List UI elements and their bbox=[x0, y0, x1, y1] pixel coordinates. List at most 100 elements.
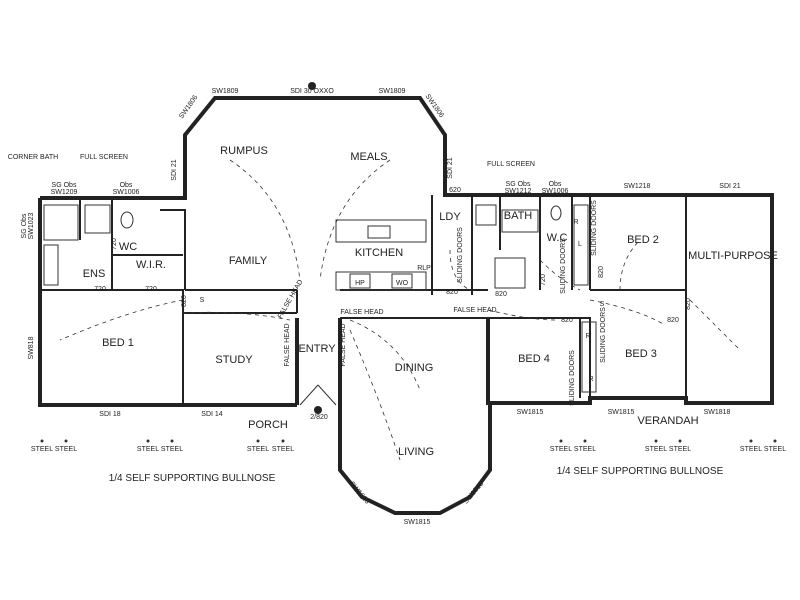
dim-720-d: 720 bbox=[540, 274, 547, 286]
dim-620: 620 bbox=[449, 187, 461, 194]
note-obs-right: Obs bbox=[549, 181, 562, 188]
steel-label: STEEL bbox=[55, 446, 77, 453]
note-sw-bed2: SW1218 bbox=[624, 183, 651, 190]
room-dining: DINING bbox=[395, 362, 434, 374]
room-multi-purpose: MULTI-PURPOSE bbox=[688, 250, 778, 262]
steel-label: STEEL bbox=[574, 446, 596, 453]
dim-720-a: 720 bbox=[94, 286, 106, 293]
dim-720-b: 720 bbox=[145, 286, 157, 293]
false-head-d: FALSE HEAD bbox=[340, 309, 383, 316]
note-sw-living-l: SW1815 bbox=[348, 480, 371, 505]
note-sdi-21-b: SDI 21 bbox=[447, 157, 454, 179]
note-sw-right-bath: SW1212 bbox=[505, 188, 532, 195]
kitchen-sink bbox=[367, 225, 391, 239]
steel-label: STEEL bbox=[161, 446, 183, 453]
note-full-screen-right: FULL SCREEN bbox=[487, 161, 535, 168]
room-wc-left: WC bbox=[119, 241, 137, 253]
note-sdi-14: SDI 14 bbox=[201, 411, 223, 418]
room-bed2: BED 2 bbox=[627, 234, 659, 246]
vanity-left bbox=[43, 244, 59, 286]
room-entry: ENTRY bbox=[298, 343, 336, 355]
note-sg-obs-left: SG Obs bbox=[52, 182, 77, 189]
dim-820-c: 820 bbox=[495, 291, 507, 298]
room-bath: BATH bbox=[504, 210, 533, 222]
note-sw-far-left: SW1023 bbox=[28, 212, 35, 239]
sliding-doors-b: SLIDING DOORS bbox=[591, 200, 598, 256]
porch-post bbox=[314, 406, 322, 414]
room-ldy: LDY bbox=[439, 211, 461, 223]
note-sw-right-wc: SW1006 bbox=[542, 188, 569, 195]
dim-820-b: 820 bbox=[446, 289, 458, 296]
kitchen-bench bbox=[335, 219, 427, 243]
note-corner-bath: CORNER BATH bbox=[8, 154, 58, 161]
room-bed1: BED 1 bbox=[102, 337, 134, 349]
note-sw-side: SW818 bbox=[28, 336, 35, 359]
sliding-doors-c: SLIDING DOORS bbox=[560, 238, 567, 294]
steel-label: STEEL bbox=[247, 446, 269, 453]
note-full-screen-left: FULL SCREEN bbox=[80, 154, 128, 161]
dim-820-e: 820 bbox=[667, 317, 679, 324]
room-bed4: BED 4 bbox=[518, 353, 550, 365]
note-sdi-21-c: SDI 21 bbox=[719, 183, 741, 190]
interior-walls bbox=[40, 195, 687, 405]
dim-720-c: 720 bbox=[111, 238, 118, 250]
dim-820-d: 820 bbox=[561, 317, 573, 324]
note-s-a: S bbox=[200, 297, 205, 304]
note-sg-obs-far-left: SG Obs bbox=[21, 213, 28, 238]
steel-label: STEEL bbox=[31, 446, 53, 453]
note-sw-multi: SW1818 bbox=[704, 409, 731, 416]
wc-pan-right bbox=[550, 205, 562, 221]
note-sw-left-wc: SW1006 bbox=[113, 189, 140, 196]
note-rlp: RLP bbox=[417, 265, 431, 272]
wall-oven bbox=[391, 273, 413, 289]
note-l-a: L bbox=[578, 241, 582, 248]
note-sw-left-ens: SW1209 bbox=[51, 189, 78, 196]
outer-wall-living bbox=[338, 318, 492, 515]
laundry-tub bbox=[475, 204, 497, 226]
steel-label: STEEL bbox=[272, 446, 294, 453]
false-head-c: FALSE HEAD bbox=[340, 323, 347, 366]
robe-bed3 bbox=[581, 321, 597, 393]
room-wir: W.I.R. bbox=[136, 259, 166, 271]
note-sw-top-left: SW1809 bbox=[212, 88, 239, 95]
hot-plate bbox=[349, 273, 371, 289]
room-ens: ENS bbox=[83, 268, 106, 280]
note-r-a: R bbox=[573, 219, 578, 226]
sliding-doors-a: SLIDING DOORS bbox=[457, 227, 464, 283]
steel-label: STEEL bbox=[764, 446, 786, 453]
note-bullnose-right: 1/4 SELF SUPPORTING BULLNOSE bbox=[557, 466, 724, 477]
note-sw-top-right: SW1809 bbox=[379, 88, 406, 95]
steel-label: STEEL bbox=[645, 446, 667, 453]
shower-right bbox=[494, 257, 526, 289]
steel-label: STEEL bbox=[740, 446, 762, 453]
outer-wall-right-wing bbox=[480, 193, 774, 405]
steel-label: STEEL bbox=[550, 446, 572, 453]
false-head-b: FALSE HEAD bbox=[284, 323, 291, 366]
room-study: STUDY bbox=[215, 354, 253, 366]
sliding-doors-d: SLIDING DOORS bbox=[600, 307, 607, 363]
note-r-b: R bbox=[585, 333, 590, 340]
bath-tub bbox=[501, 209, 539, 233]
room-kitchen: KITCHEN bbox=[355, 247, 403, 259]
door-swings bbox=[59, 159, 741, 461]
fixture-hp: HP bbox=[355, 280, 365, 287]
outer-wall-central-top bbox=[183, 96, 480, 197]
note-sdi-21-a: SDI 21 bbox=[171, 159, 178, 181]
kitchen-cooktop bbox=[335, 271, 427, 291]
note-door-porch: 2/820 bbox=[310, 414, 328, 421]
note-sw-bed3: SW1815 bbox=[608, 409, 635, 416]
fixture-wo: WO bbox=[396, 280, 409, 287]
corner-bath bbox=[43, 204, 79, 241]
entry-doors bbox=[299, 384, 337, 406]
note-sw-living-b: SW1815 bbox=[404, 519, 431, 526]
room-porch: PORCH bbox=[248, 419, 288, 431]
room-rumpus: RUMPUS bbox=[220, 145, 268, 157]
top-post bbox=[308, 82, 316, 90]
note-sw-living-r: SW1815 bbox=[463, 480, 486, 505]
room-meals: MEALS bbox=[350, 151, 387, 163]
note-bullnose-left: 1/4 SELF SUPPORTING BULLNOSE bbox=[109, 473, 276, 484]
robe-bed2 bbox=[573, 204, 589, 286]
dim-820-a: 820 bbox=[181, 295, 188, 307]
outer-wall-porch bbox=[295, 318, 342, 405]
